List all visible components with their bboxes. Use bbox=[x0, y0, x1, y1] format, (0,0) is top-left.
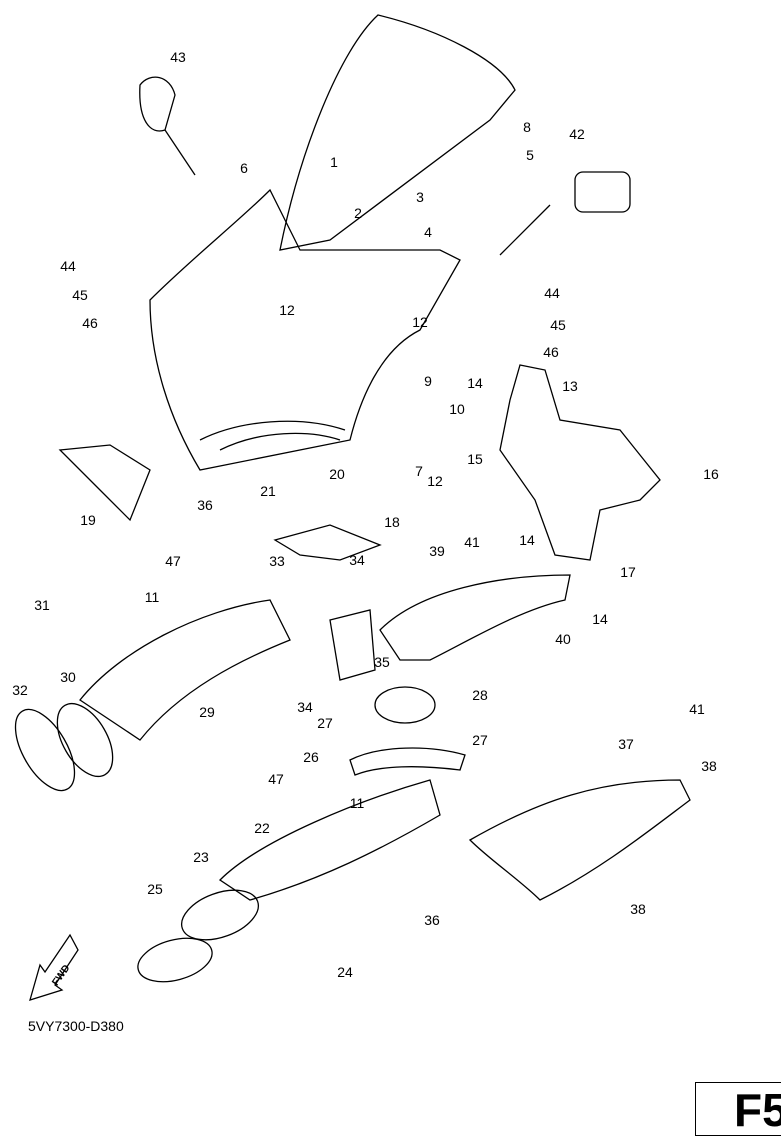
air-duct-upper bbox=[79, 599, 291, 741]
callout-20: 20 bbox=[329, 466, 345, 482]
callout-4: 4 bbox=[424, 224, 432, 240]
callout-3: 3 bbox=[416, 189, 424, 205]
callout-22: 22 bbox=[254, 820, 270, 836]
callout-14: 14 bbox=[519, 532, 535, 548]
callout-30: 30 bbox=[60, 669, 76, 685]
callout-7: 7 bbox=[415, 463, 423, 479]
grille-30 bbox=[56, 703, 114, 777]
callout-5: 5 bbox=[526, 147, 534, 163]
seal-28 bbox=[374, 686, 436, 724]
grille-23 bbox=[181, 889, 259, 941]
callout-33: 33 bbox=[269, 553, 285, 569]
callout-11: 11 bbox=[144, 589, 160, 605]
callout-38: 38 bbox=[701, 758, 717, 774]
callout-12: 12 bbox=[427, 473, 443, 489]
callout-14: 14 bbox=[467, 375, 483, 391]
callout-45: 45 bbox=[550, 317, 566, 333]
callout-47: 47 bbox=[165, 553, 181, 569]
callout-9: 9 bbox=[424, 373, 432, 389]
callout-44: 44 bbox=[60, 258, 76, 274]
callout-40: 40 bbox=[555, 631, 571, 647]
page-tag: F5 bbox=[695, 1082, 781, 1136]
callout-34: 34 bbox=[297, 699, 313, 715]
diagram-code: 5VY7300-D380 bbox=[28, 1018, 124, 1034]
air-duct-lower bbox=[218, 779, 441, 901]
seal-25 bbox=[137, 937, 213, 983]
callout-23: 23 bbox=[193, 849, 209, 865]
callout-21: 21 bbox=[260, 483, 276, 499]
callout-39: 39 bbox=[429, 543, 445, 559]
callout-34: 34 bbox=[349, 552, 365, 568]
callout-46: 46 bbox=[82, 315, 98, 331]
callout-10: 10 bbox=[449, 401, 465, 417]
callout-18: 18 bbox=[384, 514, 400, 530]
seal-26 bbox=[349, 747, 466, 776]
callout-14: 14 bbox=[592, 611, 608, 627]
callout-41: 41 bbox=[464, 534, 480, 550]
callout-27: 27 bbox=[317, 715, 333, 731]
callout-45: 45 bbox=[72, 287, 88, 303]
callout-35: 35 bbox=[374, 654, 390, 670]
callout-27: 27 bbox=[472, 732, 488, 748]
callout-12: 12 bbox=[279, 302, 295, 318]
fwd-arrow-icon bbox=[29, 933, 79, 1001]
callout-1: 1 bbox=[330, 154, 338, 170]
callout-12: 12 bbox=[412, 314, 428, 330]
mirror-left bbox=[139, 76, 176, 132]
seal-32 bbox=[14, 708, 76, 792]
inner-panel-19 bbox=[58, 444, 151, 522]
windscreen bbox=[279, 14, 516, 251]
lower-cowling bbox=[468, 779, 691, 901]
callout-24: 24 bbox=[337, 964, 353, 980]
callout-13: 13 bbox=[562, 378, 578, 394]
callout-43: 43 bbox=[170, 49, 186, 65]
callout-46: 46 bbox=[543, 344, 559, 360]
callout-36: 36 bbox=[424, 912, 440, 928]
callout-37: 37 bbox=[618, 736, 634, 752]
callout-38: 38 bbox=[630, 901, 646, 917]
callout-28: 28 bbox=[472, 687, 488, 703]
cowling-stay bbox=[499, 364, 661, 561]
callout-41: 41 bbox=[689, 701, 705, 717]
inner-panel-18 bbox=[273, 524, 382, 561]
callout-29: 29 bbox=[199, 704, 215, 720]
callout-6: 6 bbox=[240, 160, 248, 176]
callout-19: 19 bbox=[80, 512, 96, 528]
callout-15: 15 bbox=[467, 451, 483, 467]
callout-42: 42 bbox=[569, 126, 585, 142]
callout-47: 47 bbox=[268, 771, 284, 787]
callout-31: 31 bbox=[34, 597, 50, 613]
callout-16: 16 bbox=[703, 466, 719, 482]
callout-32: 32 bbox=[12, 682, 28, 698]
callout-25: 25 bbox=[147, 881, 163, 897]
callout-26: 26 bbox=[303, 749, 319, 765]
front-cowling bbox=[149, 188, 461, 471]
callout-17: 17 bbox=[620, 564, 636, 580]
side-cover bbox=[379, 574, 571, 661]
mirror-right bbox=[574, 171, 631, 213]
callout-11: 11 bbox=[349, 795, 365, 811]
bracket-35 bbox=[329, 609, 376, 681]
callout-8: 8 bbox=[523, 119, 531, 135]
callout-2: 2 bbox=[354, 205, 362, 221]
callout-44: 44 bbox=[544, 285, 560, 301]
callout-36: 36 bbox=[197, 497, 213, 513]
